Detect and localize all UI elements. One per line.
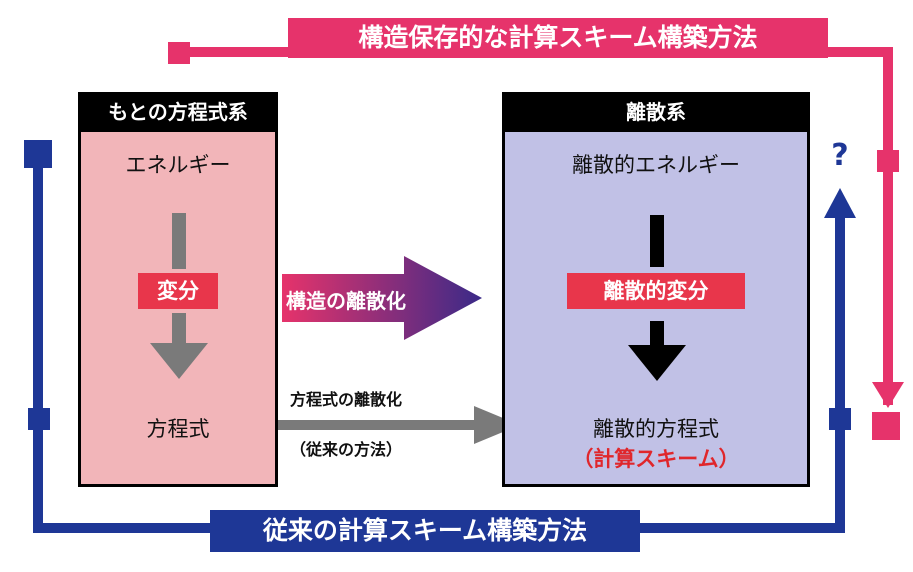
variation-arrow-upper xyxy=(172,213,186,269)
conventional-method-label: （従来の方法） xyxy=(290,440,403,459)
equation-label: 方程式 xyxy=(146,417,210,441)
bottom-banner: 従来の計算スキーム構築方法 xyxy=(210,510,640,552)
blue-left-mid-square xyxy=(28,408,50,430)
equation-discretization-arrow-shaft xyxy=(226,420,478,430)
discrete-system-panel: 離散系 離散的エネルギー 離散的変分 離散的エネルギー 離散的方程式 （計算スキ… xyxy=(502,92,810,487)
energy-label: エネルギー xyxy=(125,153,231,177)
magenta-mid-square xyxy=(877,150,899,172)
magenta-end-square xyxy=(872,412,900,440)
magenta-arrowhead xyxy=(872,382,904,408)
discrete-variation-arrow-upper xyxy=(650,215,664,267)
equation-discretization-arrowhead xyxy=(474,406,520,444)
structure-discretization-arrow xyxy=(282,256,482,340)
discrete-variation-label: 離散的変分 xyxy=(567,273,745,309)
magenta-start-square xyxy=(168,42,190,64)
blue-arrowhead xyxy=(824,188,856,218)
variation-label: 変分 xyxy=(138,273,218,309)
top-banner: 構造保存的な計算スキーム構築方法 xyxy=(288,18,828,58)
variation-arrowhead xyxy=(150,343,208,379)
discrete-system-header: 離散系 xyxy=(502,92,810,132)
discrete-variation-arrow-lower xyxy=(650,321,664,349)
discrete-energy-label: 離散的エネルギー xyxy=(572,153,740,177)
discrete-equation-label-text: 離散的方程式 xyxy=(593,417,719,441)
equation-discretization-label: 方程式の離散化 xyxy=(290,390,403,409)
question-mark: ? xyxy=(831,138,849,173)
blue-start-square xyxy=(24,140,52,168)
original-system-panel: もとの方程式系 エネルギー 変分 方程式 xyxy=(78,92,278,487)
original-system-header: もとの方程式系 xyxy=(78,92,278,132)
variation-arrow-lower xyxy=(172,313,186,347)
discrete-variation-arrowhead xyxy=(628,345,686,381)
structure-discretization-label: 構造の離散化 xyxy=(286,289,406,313)
computation-scheme-label: （計算スキーム） xyxy=(572,447,740,471)
blue-right-mid-square xyxy=(829,408,851,430)
